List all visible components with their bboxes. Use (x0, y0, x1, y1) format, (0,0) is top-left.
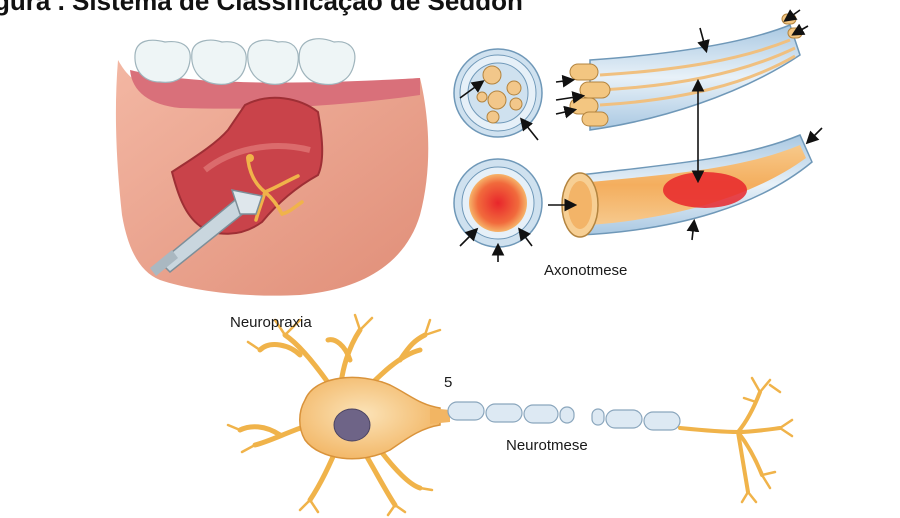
axon-terminal (680, 392, 780, 492)
tube-injured (562, 135, 812, 237)
jaw-illustration (116, 39, 428, 296)
myelin-segments (448, 402, 680, 430)
teeth (135, 39, 355, 85)
tube-normal (570, 14, 802, 130)
label-neuropraxia: Neuropraxia (230, 314, 312, 331)
label-axonotmese: Axonotmese (544, 262, 627, 279)
label-neurotmese: Neurotmese (506, 437, 588, 454)
neuron-illustration (228, 315, 792, 515)
soma (300, 377, 440, 458)
label-number: 5 (444, 374, 452, 391)
cross-section-injured (454, 159, 542, 247)
nucleus (334, 409, 370, 441)
